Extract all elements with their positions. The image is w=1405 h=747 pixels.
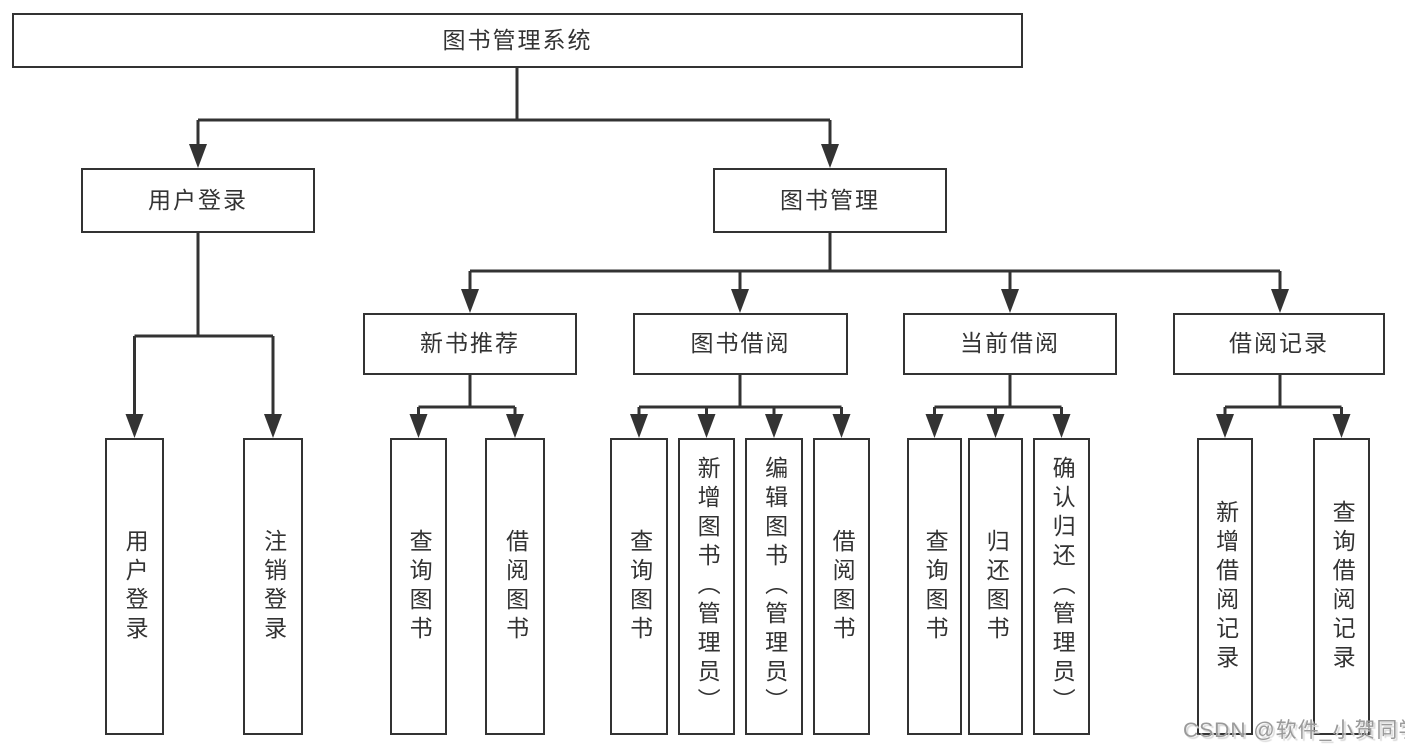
leaf-recommend-borrow-books: 借阅图书 bbox=[485, 438, 545, 735]
node-new-book-recommend: 新书推荐 bbox=[363, 313, 577, 375]
leaf-records-add-record: 新增借阅记录 bbox=[1197, 438, 1253, 735]
leaf-current-confirm-return-admin: 确认归还（管理员） bbox=[1033, 438, 1090, 735]
node-borrowing-records: 借阅记录 bbox=[1173, 313, 1385, 375]
node-root: 图书管理系统 bbox=[12, 13, 1023, 68]
leaf-borrowing-query-books: 查询图书 bbox=[610, 438, 668, 735]
node-current-borrowing: 当前借阅 bbox=[903, 313, 1117, 375]
node-book-borrowing: 图书借阅 bbox=[633, 313, 848, 375]
leaf-recommend-query-books: 查询图书 bbox=[390, 438, 447, 735]
leaf-records-query-record: 查询借阅记录 bbox=[1313, 438, 1370, 735]
leaf-user-login: 用户登录 bbox=[105, 438, 164, 735]
watermark: CSDN @软件_小贺同学 bbox=[1183, 719, 1405, 742]
leaf-borrowing-add-books-admin: 新增图书（管理员） bbox=[678, 438, 735, 735]
node-book-management: 图书管理 bbox=[713, 168, 947, 233]
leaf-current-return-books: 归还图书 bbox=[968, 438, 1023, 735]
node-user-login: 用户登录 bbox=[81, 168, 315, 233]
leaf-borrowing-borrow-books: 借阅图书 bbox=[813, 438, 870, 735]
arrowheads bbox=[125, 144, 1351, 438]
leaf-logout: 注销登录 bbox=[243, 438, 303, 735]
leaf-borrowing-edit-books-admin: 编辑图书（管理员） bbox=[745, 438, 803, 735]
leaf-current-query-books: 查询图书 bbox=[907, 438, 962, 735]
